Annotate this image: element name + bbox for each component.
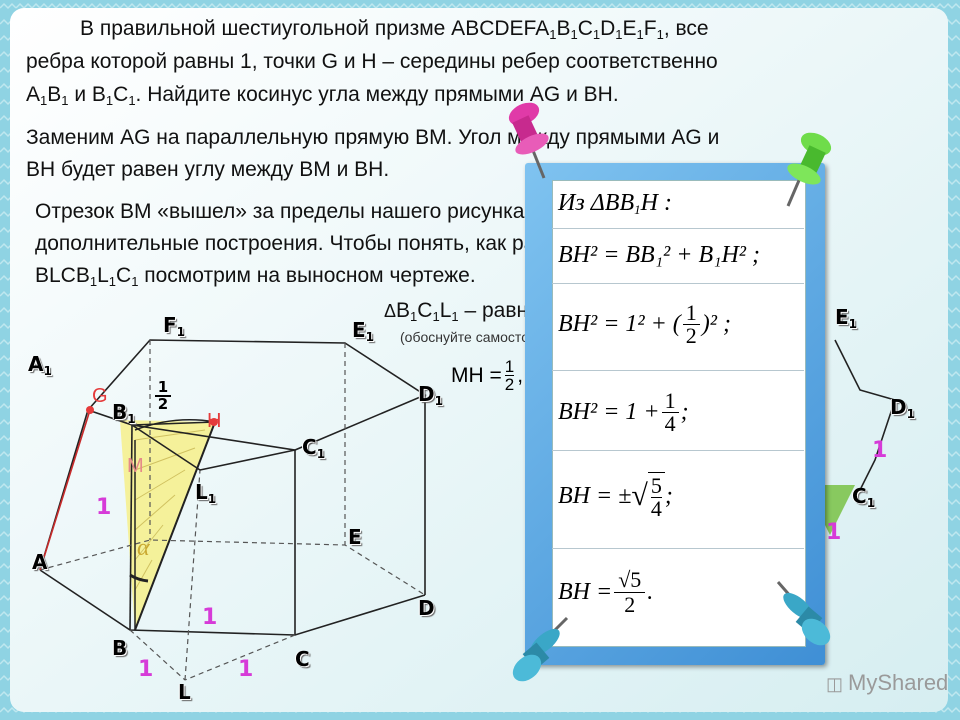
- formula-3: BH² = 1² + ( 1 2 )² ;: [558, 300, 731, 348]
- label-F1: F1: [163, 313, 186, 339]
- label-L: L: [178, 680, 191, 704]
- pushpin-teal-icon: [776, 581, 831, 646]
- paper-divider: [552, 370, 804, 371]
- watermark: ◫ MyShared: [826, 670, 949, 695]
- right-edge-length-1: 1: [872, 438, 888, 463]
- paper-divider: [552, 283, 804, 284]
- board-paper: [552, 180, 806, 647]
- formula-2: BH² = BB₁² + B₁H² ;: [558, 242, 760, 268]
- step1-line-1: Заменим AG на параллельную прямую BM. Уг…: [26, 126, 720, 149]
- label-C: C: [295, 647, 310, 671]
- label-A: A: [32, 550, 48, 574]
- label-B1: B1: [112, 400, 136, 426]
- label-M: M: [127, 455, 144, 477]
- label-E1: E1: [352, 318, 375, 344]
- right-label-E1: E1: [835, 305, 858, 331]
- pushpin-teal-icon: [512, 616, 569, 682]
- mh-value: MH = 1 2 ,: [451, 357, 524, 394]
- pushpin-green-icon: [786, 132, 832, 207]
- pushpin-magenta-icon: [508, 102, 549, 179]
- label-G: G: [92, 385, 108, 407]
- label-A1: A1: [28, 352, 52, 378]
- label-D: D: [418, 596, 435, 620]
- paper-divider: [552, 228, 804, 229]
- right-edge-length-2: 1: [826, 520, 842, 545]
- step1-line-2: BH будет равен углу между BM и BH.: [26, 158, 390, 181]
- label-B: B: [112, 636, 128, 660]
- formula-4: BH² = 1 + 1 4 ;: [558, 388, 689, 436]
- label-C1: C1: [302, 435, 326, 461]
- formula-6: BH = √5 2 .: [558, 567, 654, 617]
- formula-5: BH = ± √ 5 4 ;: [558, 472, 673, 521]
- edge-length-BC-top: 1: [202, 605, 218, 630]
- problem-line-2: ребра которой равны 1, точки G и H – сер…: [26, 50, 718, 73]
- problem-line-1: В правильной шестиугольной призме ABCDEF…: [80, 17, 709, 42]
- step2-line-1: Отрезок BM «вышел» за пределы нашего рис…: [35, 200, 650, 223]
- formula-1: Из ΔBB1H :: [558, 190, 672, 217]
- right-label-C1: C1: [852, 484, 876, 510]
- label-alpha: α: [137, 535, 150, 561]
- step2-line-3: BLCB1L1C1 посмотрим на выносном чертеже.: [35, 264, 476, 289]
- paper-divider: [552, 450, 804, 451]
- edge-length-AA1: 1: [96, 495, 112, 520]
- right-label-D1: D1: [890, 395, 915, 421]
- label-D1: D1: [418, 382, 443, 408]
- paper-divider: [552, 548, 804, 549]
- edge-length-BL: 1: [138, 657, 154, 682]
- label-L1: L1: [195, 480, 217, 506]
- edge-length-LC: 1: [238, 657, 254, 682]
- label-E: E: [348, 525, 362, 549]
- label-H: H: [207, 410, 222, 432]
- problem-line-3: A1B1 и B1C1. Найдите косинус угла между …: [26, 83, 619, 108]
